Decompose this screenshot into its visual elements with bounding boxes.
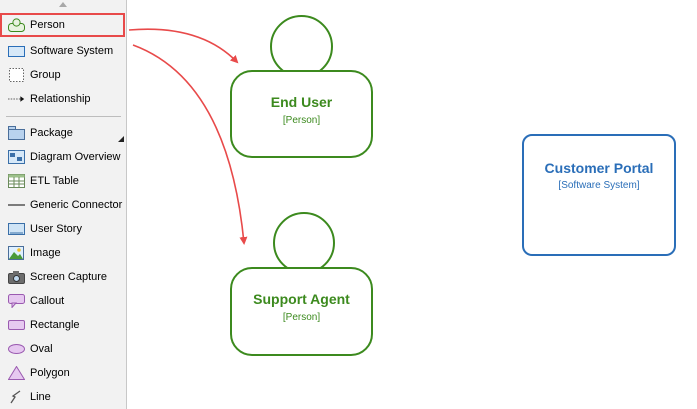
palette-item-label: User Story (30, 223, 82, 235)
palette-item-polygon[interactable]: Polygon (0, 361, 126, 385)
palette-item-label: Image (30, 247, 61, 259)
palette-item-oval[interactable]: Oval (0, 337, 126, 361)
palette-item-software-system[interactable]: Software System (0, 39, 126, 63)
palette-item-label: Diagram Overview (30, 151, 121, 163)
end-user-person-node[interactable]: End User [Person] (230, 70, 373, 158)
palette-item-person[interactable]: Person (0, 13, 125, 37)
person-icon (8, 18, 25, 32)
node-title: Support Agent (253, 291, 350, 307)
palette-item-rectangle[interactable]: Rectangle (0, 313, 126, 337)
callout-icon (8, 294, 25, 308)
package-expand-arrow-icon[interactable] (118, 136, 124, 142)
node-type-label: [Software System] (558, 180, 640, 191)
generic-connector-icon (8, 204, 25, 206)
palette-item-diagram-overview[interactable]: Diagram Overview (0, 145, 126, 169)
customer-portal-software-system-node[interactable]: Customer Portal [Software System] (522, 134, 676, 256)
palette-item-label: Polygon (30, 367, 70, 379)
palette-item-etl-table[interactable]: ETL Table (0, 169, 126, 193)
palette-item-relationship[interactable]: Relationship (0, 87, 126, 111)
palette-separator (6, 116, 121, 117)
polygon-icon (8, 366, 25, 380)
diagram-canvas[interactable]: End User [Person] Support Agent [Person]… (128, 0, 697, 409)
scroll-up-arrow-icon[interactable] (59, 2, 67, 7)
palette-item-label: Rectangle (30, 319, 80, 331)
node-type-label: [Person] (282, 115, 321, 126)
palette-item-label: ETL Table (30, 175, 79, 187)
relationship-icon (8, 96, 25, 102)
support-agent-person-node[interactable]: Support Agent [Person] (230, 267, 373, 356)
palette-item-label: Package (30, 127, 73, 139)
palette-item-image[interactable]: Image (0, 241, 126, 265)
palette-item-package[interactable]: Package (0, 121, 126, 145)
palette-item-line[interactable]: Line (0, 385, 126, 409)
diagram-overview-icon (8, 150, 25, 164)
palette-item-label: Software System (30, 45, 114, 57)
package-icon (8, 126, 25, 140)
screen-capture-icon (8, 271, 25, 284)
palette-item-label: Generic Connector (30, 199, 123, 211)
user-story-icon (8, 223, 25, 235)
software-system-icon (8, 46, 25, 57)
oval-icon (8, 344, 25, 354)
palette-item-label: Group (30, 69, 61, 81)
palette-item-label: Line (30, 391, 51, 403)
group-icon (9, 68, 24, 82)
palette-item-label: Person (30, 19, 65, 31)
palette-item-label: Relationship (30, 93, 91, 105)
palette-item-group[interactable]: Group (0, 63, 126, 87)
end-user-head-shape[interactable] (270, 15, 333, 78)
diagram-toolbar-palette: Person Software System Group Relationshi… (0, 0, 127, 409)
etl-table-icon (8, 174, 25, 188)
rectangle-icon (8, 320, 25, 330)
node-title: End User (270, 94, 333, 110)
support-agent-head-shape[interactable] (273, 212, 335, 274)
palette-item-screen-capture[interactable]: Screen Capture (0, 265, 126, 289)
line-icon (10, 390, 21, 404)
palette-item-label: Oval (30, 343, 53, 355)
node-type-label: [Person] (282, 312, 321, 323)
image-icon (8, 246, 24, 260)
palette-item-label: Screen Capture (30, 271, 108, 283)
palette-item-label: Callout (30, 295, 65, 307)
node-title: Customer Portal (544, 160, 654, 176)
palette-item-callout[interactable]: Callout (0, 289, 126, 313)
palette-item-generic-connector[interactable]: Generic Connector (0, 193, 126, 217)
palette-item-user-story[interactable]: User Story (0, 217, 126, 241)
